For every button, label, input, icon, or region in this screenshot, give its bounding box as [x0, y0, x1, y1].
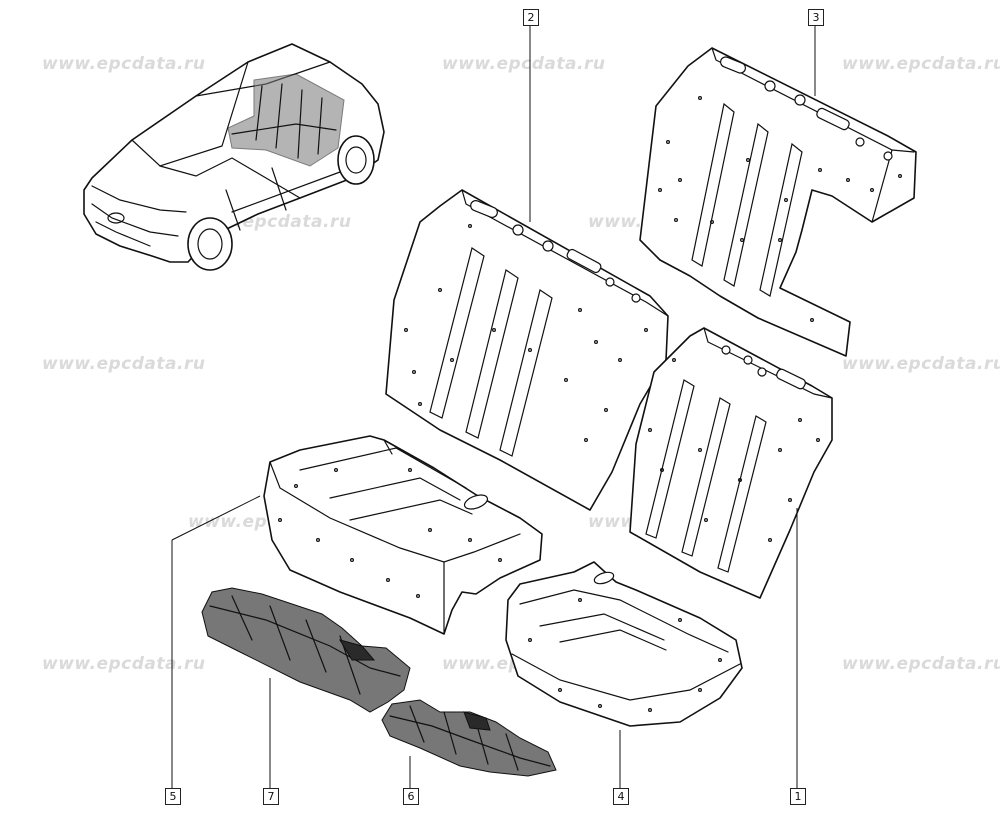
- part-6-seat-frame-small: [381, 699, 557, 777]
- watermark: www.epcdata.ru: [842, 654, 1000, 674]
- watermark: www.epcdata.ru: [42, 354, 206, 374]
- watermark: www.epcdata.ru: [42, 654, 206, 674]
- callout-1: 1: [790, 788, 806, 805]
- part-4-seat-cushion-small: [505, 561, 743, 727]
- watermark: www.epcdata.ru: [842, 354, 1000, 374]
- part-5-seat-cushion-large: [263, 435, 543, 635]
- callout-4: 4: [613, 788, 629, 805]
- car-illustration: [83, 43, 385, 271]
- watermark: www.epcdata.ru: [442, 54, 606, 74]
- watermark: www.epcdata.ru: [842, 54, 1000, 74]
- callout-7: 7: [263, 788, 279, 805]
- callout-2: 2: [523, 9, 539, 26]
- watermark: www.epcdata.ru: [42, 54, 206, 74]
- callout-3: 3: [808, 9, 824, 26]
- callout-6: 6: [403, 788, 419, 805]
- part-3-backrest-foam-small: [639, 47, 917, 357]
- part-2-backrest-foam-large: [385, 189, 669, 511]
- part-1-backrest-foam: [629, 327, 833, 599]
- part-7-seat-frame: [201, 587, 411, 713]
- leader-lines: [171, 26, 816, 788]
- callout-5: 5: [165, 788, 181, 805]
